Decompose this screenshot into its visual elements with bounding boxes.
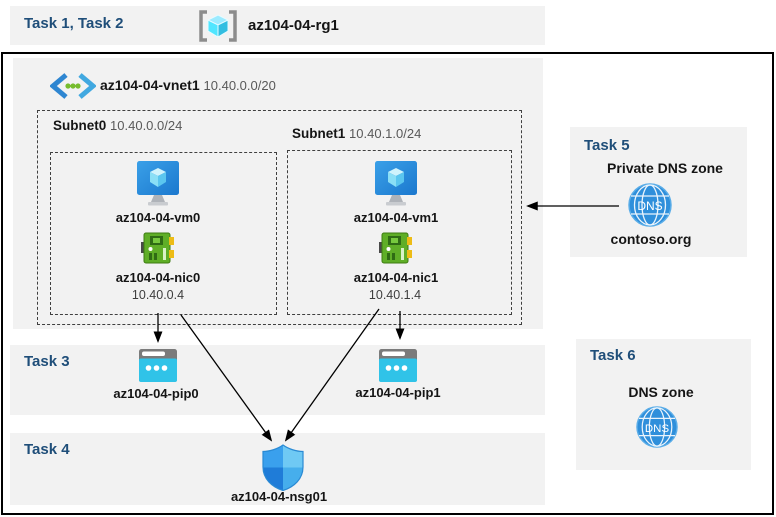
private-dns-zone-title: Private DNS zone — [607, 160, 723, 176]
vnet-cidr: 10.40.0.0/20 — [203, 78, 276, 93]
dns-icon: DNS — [628, 183, 672, 227]
subnets-outer-box — [37, 110, 522, 325]
vm-icon — [373, 160, 419, 206]
vnet-title: az104-04-vnet1 10.40.0.0/20 — [100, 77, 276, 93]
dns-icon: DNS — [636, 406, 678, 448]
pip0-name: az104-04-pip0 — [113, 386, 199, 401]
nic0-ip: 10.40.0.4 — [131, 288, 185, 302]
vnet-panel: az104-04-vnet1 10.40.0.0/20 Subnet0 10.4… — [13, 58, 543, 329]
vnet-name: az104-04-vnet1 — [100, 77, 200, 93]
nic-icon — [141, 232, 174, 264]
task3-label: Task 3 — [24, 353, 70, 370]
task5-label: Task 5 — [584, 137, 630, 154]
nsg-shield-icon — [260, 444, 306, 491]
public-ip-icon — [379, 349, 417, 382]
task12-band: Task 1, Task 2 az104-04-rg1 — [10, 6, 545, 45]
resource-group-icon — [197, 8, 239, 44]
task4-label: Task 4 — [24, 441, 70, 458]
nic0-name: az104-04-nic0 — [115, 270, 201, 285]
nic1-ip: 10.40.1.4 — [368, 288, 422, 302]
subnet0-label: Subnet0 10.40.0.0/24 — [53, 118, 183, 133]
nic-icon — [379, 232, 412, 264]
vm0-name: az104-04-vm0 — [115, 210, 201, 225]
vm-icon — [135, 160, 181, 206]
task3-band: Task 3 — [10, 345, 545, 415]
task6-box: Task 6 DNS zone DNS — [576, 339, 751, 470]
task12-label: Task 1, Task 2 — [24, 15, 124, 32]
nsg-name: az104-04-nsg01 — [230, 489, 328, 504]
subnet0-box — [50, 152, 277, 315]
pip1-name: az104-04-pip1 — [355, 385, 441, 400]
subnet1-label: Subnet1 10.40.1.0/24 — [292, 126, 422, 141]
dns-icon-text: DNS — [645, 423, 670, 435]
nic1-name: az104-04-nic1 — [353, 270, 439, 285]
resource-group-name: az104-04-rg1 — [248, 17, 339, 34]
private-dns-zone-name: contoso.org — [610, 231, 692, 247]
public-ip-icon — [139, 349, 177, 382]
task6-label: Task 6 — [590, 347, 636, 364]
vm1-name: az104-04-vm1 — [353, 210, 439, 225]
virtual-network-icon — [50, 72, 96, 100]
task5-box: Task 5 Private DNS zone DNS contoso.org — [570, 127, 747, 257]
dns-zone-title: DNS zone — [628, 384, 694, 400]
dns-icon-text: DNS — [637, 199, 662, 213]
